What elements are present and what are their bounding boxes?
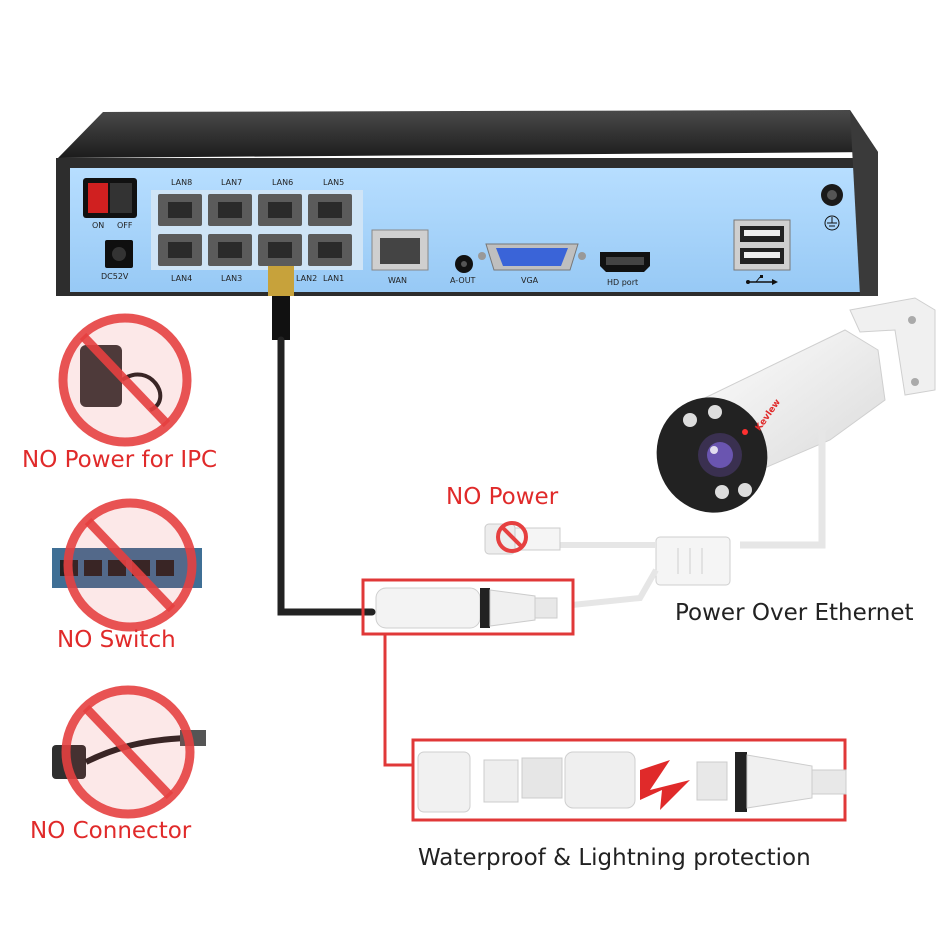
label-waterproof-lightning: Waterproof & Lightning protection — [418, 845, 811, 871]
label-no-power: NO Power — [446, 484, 559, 510]
audio-out-label: A-OUT — [450, 276, 476, 285]
nvr-panel-labels: ON OFF DC52V LAN8 LAN7 LAN6 LAN5 LAN4 LA… — [92, 178, 840, 287]
label-no-power-ipc: NO Power for IPC — [22, 447, 218, 473]
lan-label-8: LAN8 — [171, 178, 192, 187]
lan-label-3: LAN3 — [221, 274, 242, 283]
label-no-connector: NO Connector — [30, 818, 192, 844]
usb-icon — [746, 275, 778, 285]
camera-brand-logo: Kevlew — [754, 398, 783, 433]
lan-label-4: LAN4 — [171, 274, 192, 283]
lan-label-7: LAN7 — [221, 178, 242, 187]
lan-label-5: LAN5 — [323, 178, 344, 187]
switch-on-label: ON — [92, 221, 104, 230]
wan-label: WAN — [388, 276, 407, 285]
power-jack-label: DC52V — [101, 272, 129, 281]
lan-label-2: LAN2 — [296, 274, 317, 283]
hdmi-label: HD port — [607, 278, 638, 287]
camera-brand-text: Kevlew — [754, 398, 783, 433]
ground-icon — [824, 215, 840, 231]
vga-label: VGA — [521, 276, 539, 285]
lan-label-6: LAN6 — [272, 178, 293, 187]
switch-off-label: OFF — [117, 221, 133, 230]
label-no-switch: NO Switch — [57, 627, 176, 653]
lan-label-1: LAN1 — [323, 274, 344, 283]
label-power-over-ethernet: Power Over Ethernet — [675, 600, 914, 626]
